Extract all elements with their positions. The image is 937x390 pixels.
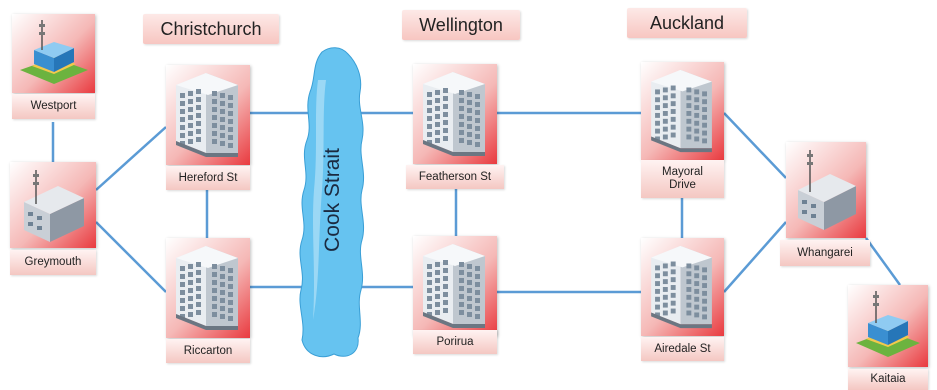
greymouth-building-icon xyxy=(10,162,96,248)
featherson-office-icon xyxy=(413,64,497,164)
riccarton-office-icon xyxy=(166,238,250,338)
site-label-greymouth: Greymouth xyxy=(10,250,96,275)
whangarei-building-icon xyxy=(786,142,866,238)
site-label-kaitaia: Kaitaia xyxy=(848,369,928,390)
region-christchurch: Christchurch xyxy=(143,14,279,44)
link-greymouth-hereford xyxy=(95,126,167,191)
kaitaia-building-icon xyxy=(848,285,928,367)
hereford-office-icon xyxy=(166,65,250,165)
cook-strait-label: Cook Strait xyxy=(321,148,344,252)
site-label-hereford: Hereford St xyxy=(166,166,250,190)
site-label-featherson: Featherson St xyxy=(406,165,504,189)
link-whangarei-kaitaia xyxy=(864,237,902,286)
mayoral-office-icon xyxy=(641,62,724,160)
airedale-office-icon xyxy=(641,238,724,336)
link-mayoral-whangarei xyxy=(723,112,787,179)
site-label-airedale: Airedale St xyxy=(641,337,724,361)
site-label-westport: Westport xyxy=(12,94,95,119)
region-wellington: Wellington xyxy=(402,10,520,40)
cook-strait-cloud xyxy=(299,47,365,358)
site-label-mayoral: Mayoral Drive xyxy=(641,160,724,198)
porirua-office-icon xyxy=(413,236,497,336)
westport-building-icon xyxy=(12,14,95,93)
region-auckland: Auckland xyxy=(627,8,747,38)
link-greymouth-riccarton xyxy=(95,221,167,293)
site-label-whangarei: Whangarei xyxy=(780,240,870,266)
site-label-riccarton: Riccarton xyxy=(166,339,250,363)
link-airedale-whangarei xyxy=(723,221,787,293)
site-label-porirua: Porirua xyxy=(413,330,497,354)
